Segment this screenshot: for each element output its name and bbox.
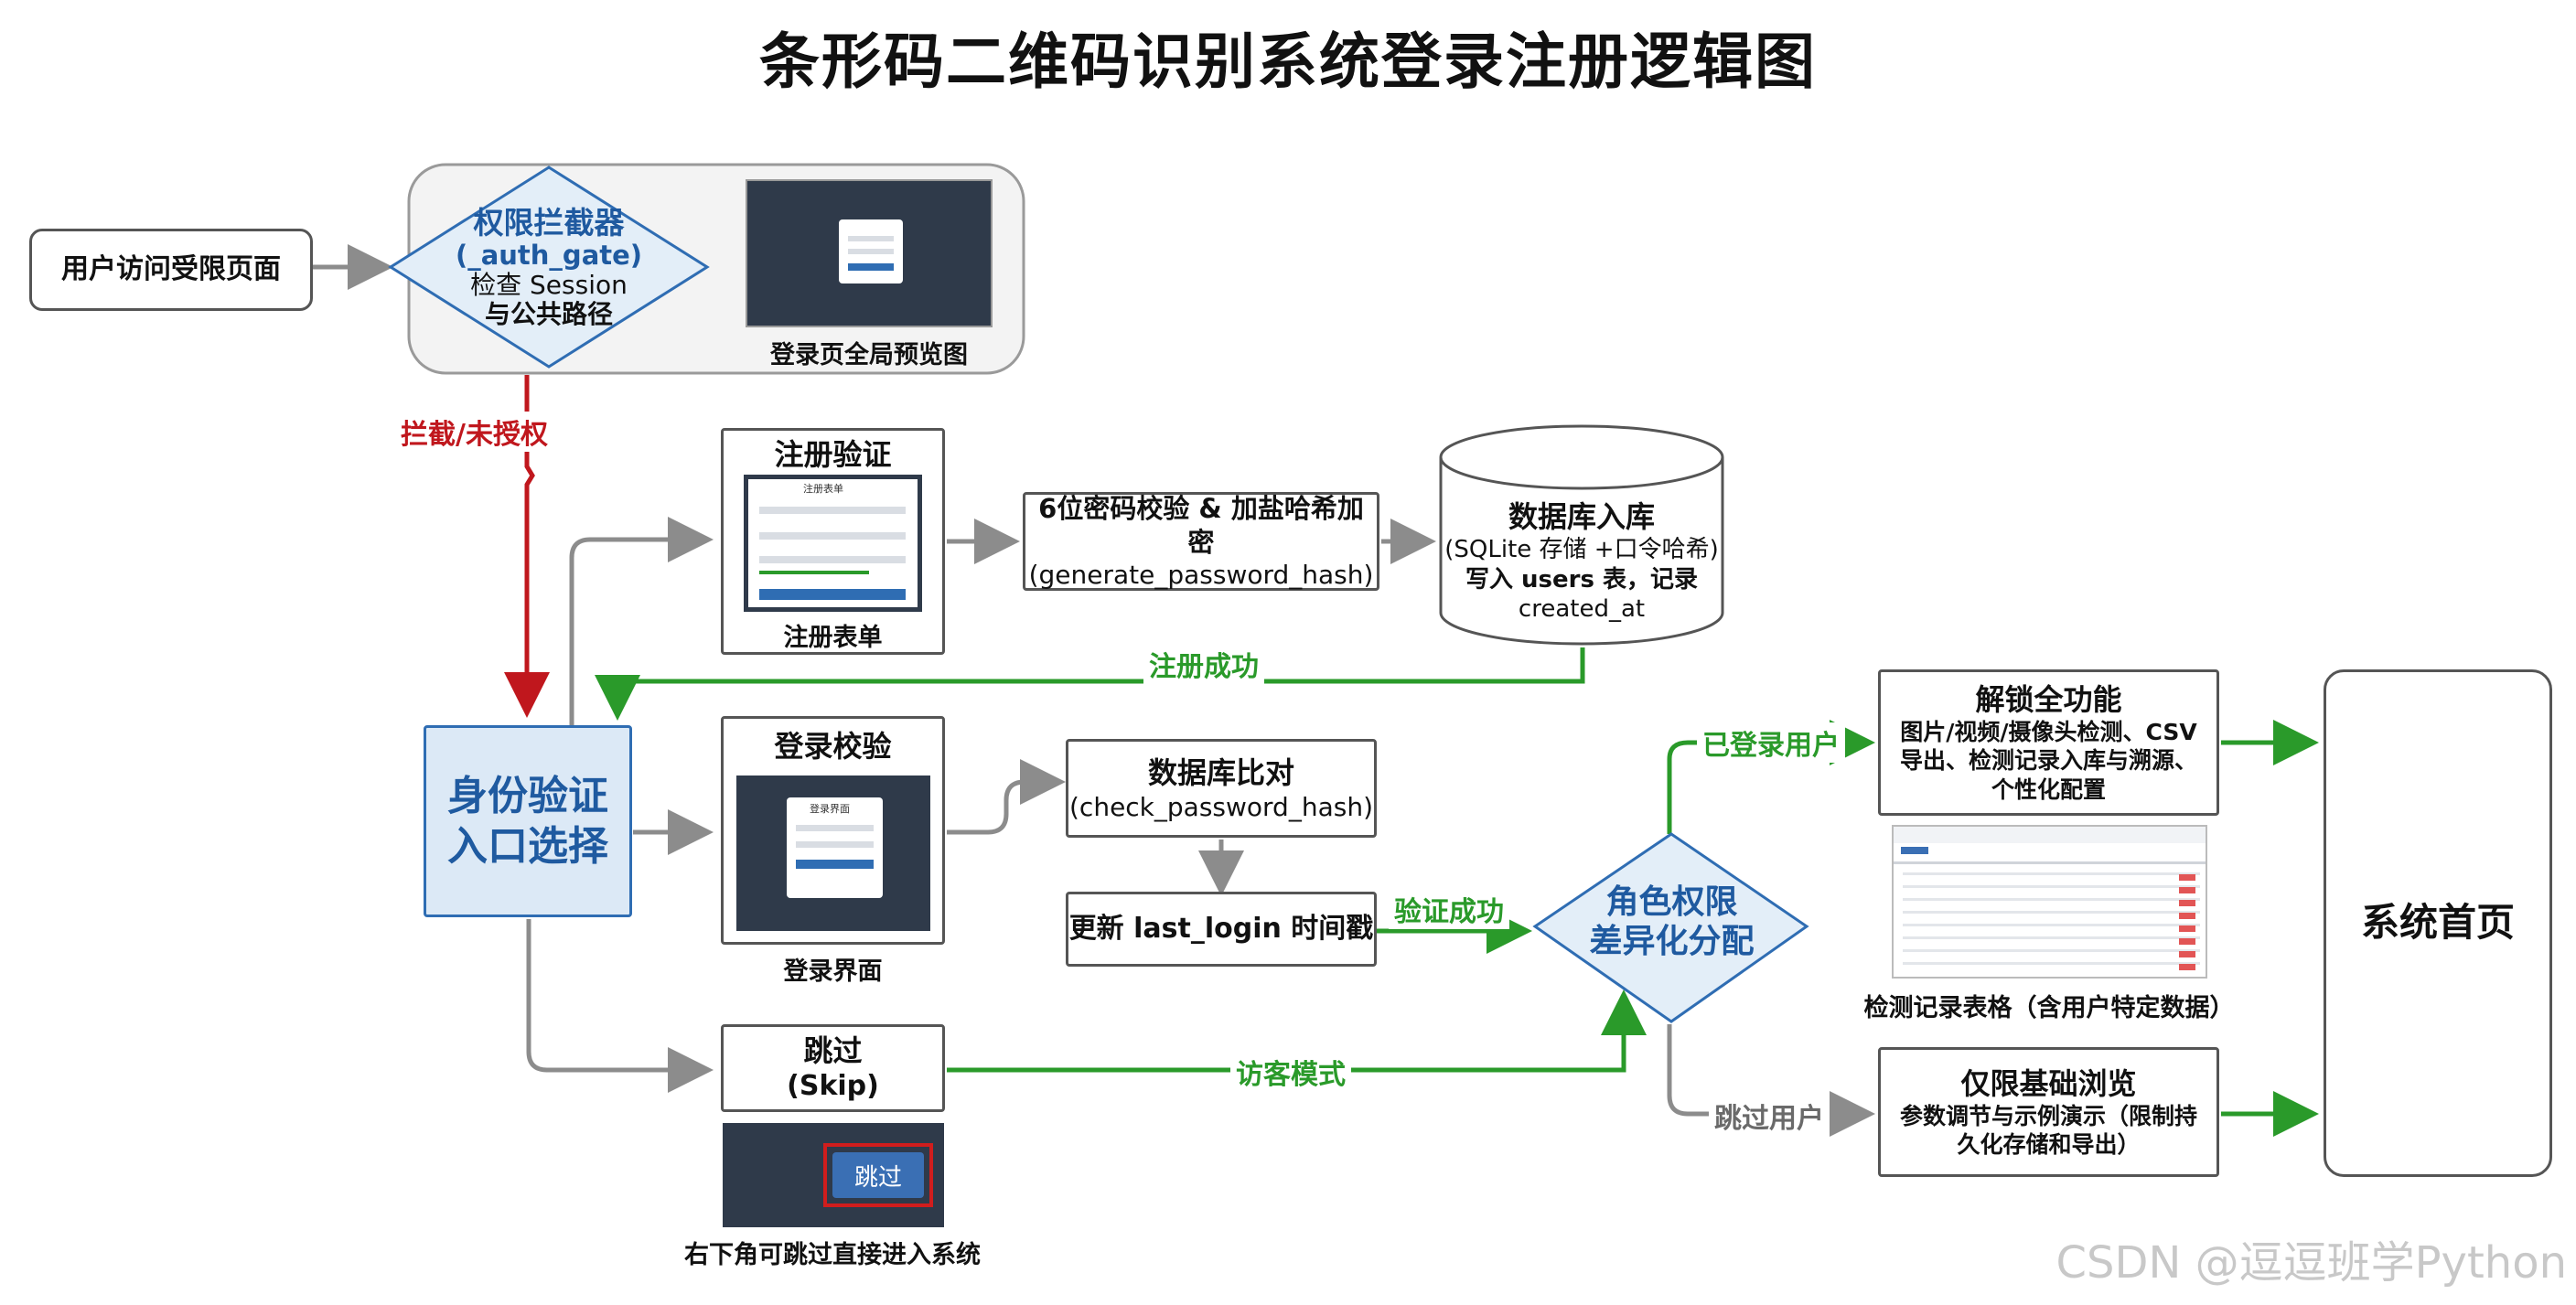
role-line1: 角色权限 (1605, 883, 1738, 921)
edge-role-to-unlock (1667, 720, 1875, 834)
page-title: 条形码二维码识别系统登录注册逻辑图 (759, 27, 1817, 97)
unlock-node: 解锁全功能 图片/视频/摄像头检测、CSV 导出、检测记录入库与溯源、 个性化配… (1878, 669, 2219, 816)
db-store-line4: created_at (1518, 595, 1646, 623)
home-node: 系统首页 (2324, 669, 2552, 1177)
auth-gate-desc2: 与公共路径 (484, 299, 613, 330)
db-store-title: 数据库入库 (1508, 499, 1655, 534)
update-last-login-node: 更新 last_login 时间戳 (1066, 892, 1377, 967)
identity-node: 身份验证 入口选择 (424, 725, 632, 917)
edge-label-register-success: 注册成功 (1143, 644, 1264, 684)
unlock-line3: 导出、检测记录入库与溯源、 (1899, 747, 2197, 775)
basic-title: 仅限基础浏览 (1960, 1065, 2137, 1101)
register-caption: 注册表单 (783, 624, 883, 652)
skip-subtitle: (Skip) (787, 1070, 879, 1103)
edge-identity-to-register (569, 517, 714, 727)
user-access-node: 用户访问受限页面 (29, 229, 313, 311)
watermark: CSDN @逗逗班学Python (2055, 1237, 2568, 1289)
db-compare-line2: (check_password_hash) (1069, 791, 1373, 822)
records-caption: 检测记录表格（含用户特定数据） (1863, 994, 2235, 1022)
unlock-line2: 图片/视频/摄像头检测、CSV (1900, 719, 2197, 746)
basic-node: 仅限基础浏览 参数调节与示例演示（限制持 久化存储和导出） (1878, 1047, 2219, 1177)
skip-caption: 右下角可跳过直接进入系统 (684, 1241, 981, 1269)
role-diamond (1532, 832, 1809, 1023)
edge-skip-to-role (947, 989, 1647, 1073)
db-cylinder (1439, 457, 1724, 646)
unlock-line4: 个性化配置 (1991, 776, 2106, 803)
identity-line2: 入口选择 (447, 823, 608, 870)
unlock-title: 解锁全功能 (1975, 682, 2122, 718)
register-form-title: 注册表单 (803, 483, 843, 495)
db-compare-node: 数据库比对 (check_password_hash) (1066, 739, 1377, 838)
login-form-title: 登录界面 (810, 803, 850, 815)
role-text: 角色权限 差异化分配 (1546, 882, 1798, 961)
edge-role-to-basic (1667, 1024, 1875, 1137)
auth-gate-code: (_auth_gate) (455, 239, 643, 271)
skip-title: 跳过 (803, 1033, 863, 1069)
edge-db-to-identity (595, 647, 1585, 721)
skip-preview-image: 跳过 (723, 1123, 944, 1227)
login-form-image: 登录界面 (736, 776, 930, 931)
auth-gate-title: 权限拦截器 (473, 205, 625, 241)
auth-gate-text: 权限拦截器 (_auth_gate) 检查 Session 与公共路径 (416, 206, 682, 330)
basic-line3: 久化存储和导出） (1957, 1131, 2141, 1158)
register-node: 注册验证 注册表单 注册表单 (721, 428, 945, 655)
skip-node: 跳过 (Skip) (721, 1024, 945, 1112)
skip-button-preview: 跳过 (832, 1152, 924, 1198)
password-check-line2: (generate_password_hash) (1028, 559, 1374, 590)
login-preview-caption: 登录页全局预览图 (770, 341, 968, 369)
gate-diamond (388, 166, 710, 369)
login-preview-image (746, 179, 993, 327)
edge-login-to-dbcompare (947, 759, 1066, 835)
password-check-node: 6位密码校验 & 加盐哈希加密 (generate_password_hash) (1023, 492, 1379, 591)
edge-label-guest-mode: 访客模式 (1230, 1052, 1351, 1092)
role-line2: 差异化分配 (1589, 923, 1755, 961)
edge-label-skip-user: 跳过用户 (1709, 1096, 1830, 1136)
auth-gate-desc1: 检查 Session (470, 270, 628, 301)
edge-identity-to-skip (526, 919, 714, 1093)
update-last-login-label: 更新 last_login 时间戳 (1068, 913, 1374, 946)
edge-label-intercept: 拦截/未授权 (395, 412, 553, 452)
db-compare-title: 数据库比对 (1147, 754, 1294, 790)
db-store-line3: 写入 users 表，记录 (1465, 565, 1699, 594)
basic-line2: 参数调节与示例演示（限制持 (1899, 1102, 2197, 1129)
db-store-line2: (SQLite 存储 +口令哈希) (1444, 536, 1719, 563)
login-node: 登录校验 登录界面 (721, 716, 945, 945)
identity-line1: 身份验证 (447, 773, 608, 819)
login-caption: 登录界面 (783, 957, 883, 986)
db-cylinder-top (1439, 424, 1724, 490)
db-store-text: 数据库入库 (SQLite 存储 +口令哈希) 写入 users 表，记录 cr… (1441, 498, 1723, 625)
edge-label-verify-success: 验证成功 (1389, 889, 1509, 929)
edge-label-logged-user: 已登录用户 (1697, 722, 1845, 763)
password-check-line1: 6位密码校验 & 加盐哈希加密 (1038, 493, 1364, 558)
home-label: 系统首页 (2360, 900, 2515, 946)
records-table-image (1892, 825, 2207, 979)
login-title: 登录校验 (774, 729, 892, 764)
register-title: 注册验证 (774, 437, 892, 472)
user-access-label: 用户访问受限页面 (61, 253, 281, 286)
register-form-image: 注册表单 (744, 475, 922, 612)
